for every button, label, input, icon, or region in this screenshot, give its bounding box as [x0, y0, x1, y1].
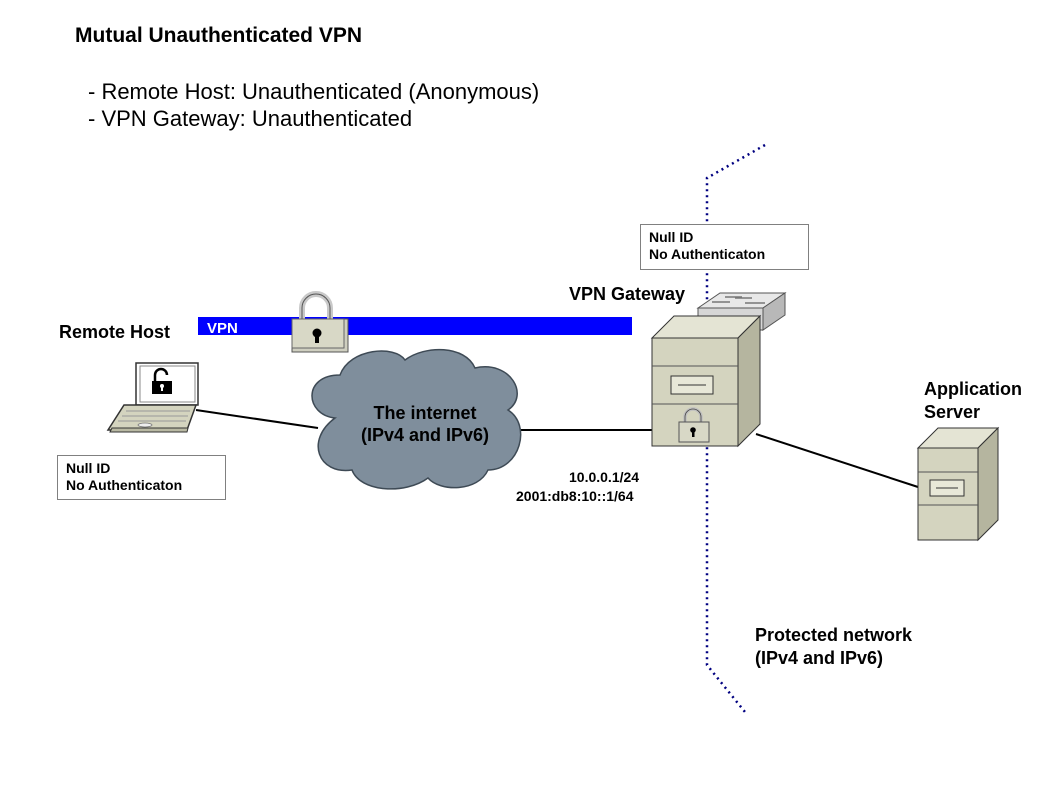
- gateway-id-box: Null ID No Authenticaton: [640, 224, 809, 270]
- protected-network-boundary: [705, 143, 766, 713]
- application-server-icon: [916, 426, 1000, 542]
- bullet-vpn-gateway: - VPN Gateway: Unauthenticated: [88, 106, 413, 131]
- gateway-ipv4-address: 10.0.0.1/24: [569, 469, 640, 485]
- page-title: Mutual Unauthenticated VPN: [75, 24, 363, 47]
- laptop-lock-icon: [152, 367, 172, 394]
- application-server-label: Application Server: [924, 378, 1022, 424]
- link-gateway-server: [755, 433, 919, 488]
- internet-label-line2: (IPv4 and IPv6): [360, 425, 490, 445]
- gateway-lock-icon: [678, 407, 710, 443]
- remote-host-id-box: Null ID No Authenticaton: [57, 455, 226, 500]
- protected-network-label: Protected network (IPv4 and IPv6): [755, 624, 912, 670]
- internet-label: The internet (IPv4 and IPv6): [340, 402, 510, 446]
- gateway-ipv6-address: 2001:db8:10::1/64: [516, 488, 634, 504]
- protected-network-label-line1: Protected network: [755, 625, 913, 645]
- vpn-tunnel-bar: [198, 317, 632, 335]
- vpn-gateway-label: VPN Gateway: [569, 284, 686, 304]
- link-host-internet: [195, 409, 319, 429]
- bullet-list: - Remote Host: Unauthenticated (Anonymou…: [88, 78, 539, 132]
- bullet-remote-host: - Remote Host: Unauthenticated (Anonymou…: [88, 79, 540, 104]
- tunnel-lock-icon: [291, 291, 349, 353]
- gateway-auth-line: No Authenticaton: [649, 246, 766, 262]
- gateway-id-line: Null ID: [649, 229, 694, 245]
- remote-host-id-line: Null ID: [66, 460, 111, 476]
- cloud-icon: [311, 348, 522, 490]
- internet-label-line1: The internet: [373, 403, 477, 423]
- application-server-label-line1: Application: [924, 379, 1022, 399]
- remote-host-auth-line: No Authenticaton: [66, 477, 183, 493]
- vpn-tunnel-label: VPN: [207, 320, 238, 337]
- laptop-icon: [106, 362, 199, 433]
- protected-network-label-line2: (IPv4 and IPv6): [755, 648, 884, 668]
- application-server-label-line2: Server: [924, 402, 981, 422]
- remote-host-label: Remote Host: [59, 322, 171, 342]
- gateway-server-icon: [650, 314, 762, 448]
